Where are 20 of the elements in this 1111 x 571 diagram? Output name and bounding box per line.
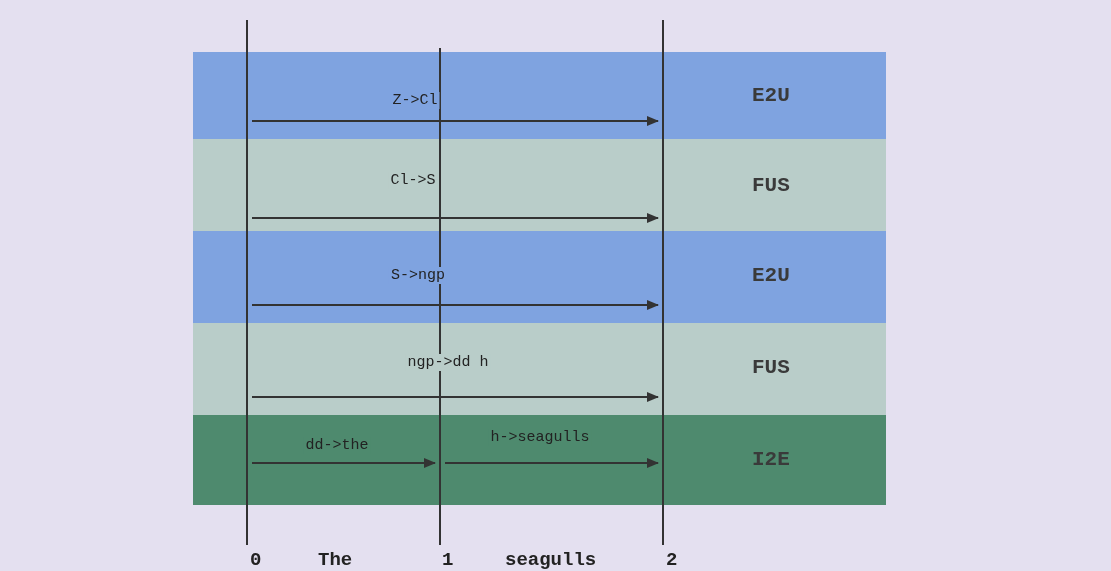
position-number: 0 [250,549,262,571]
band-label: I2E [752,448,790,471]
edge-label: S->ngp [389,267,447,284]
band-label: FUS [752,174,790,197]
arrow [251,213,659,223]
band-label: FUS [752,356,790,379]
word-label: The [318,549,353,571]
arrow [251,300,659,310]
edge-label: Z->Cl [390,92,440,109]
arrow [251,116,659,126]
edge-label: h->seagulls [488,429,592,446]
band-label: E2U [752,84,790,107]
position-number: 1 [442,549,454,571]
word-label: seagulls [505,549,597,571]
band-label: E2U [752,264,790,287]
arrow [251,392,659,402]
position-number: 2 [666,549,678,571]
edge-label: ngp->dd h [405,354,491,371]
arrow [444,458,659,468]
arrow [251,458,436,468]
